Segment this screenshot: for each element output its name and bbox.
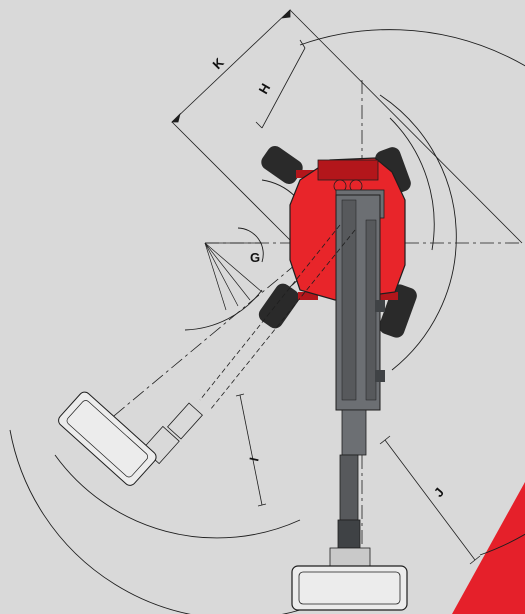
corner-accent — [452, 482, 525, 614]
outer-reach-arc — [299, 29, 525, 556]
dimension-i — [235, 393, 267, 507]
tire-rear-right — [379, 284, 417, 338]
dimension-label-g: G — [250, 250, 260, 265]
tail-swing-arc — [379, 94, 457, 371]
dimension-j — [379, 435, 481, 565]
angle-fan — [204, 242, 263, 311]
dimension-label-i: I — [246, 456, 261, 463]
tire-rear-left — [258, 283, 300, 329]
platform-straight — [291, 547, 408, 611]
platform-inner-arc — [54, 454, 301, 539]
dimension-k — [171, 9, 523, 244]
tire-front-left — [261, 146, 303, 184]
tail-swing-inner-arc — [389, 117, 435, 251]
angle-g-arc — [237, 227, 264, 263]
platform-rotated — [58, 391, 157, 486]
main-boom — [335, 194, 385, 549]
platform-reach-arc — [9, 429, 301, 614]
dimension-h — [255, 39, 306, 129]
tires — [258, 146, 417, 338]
